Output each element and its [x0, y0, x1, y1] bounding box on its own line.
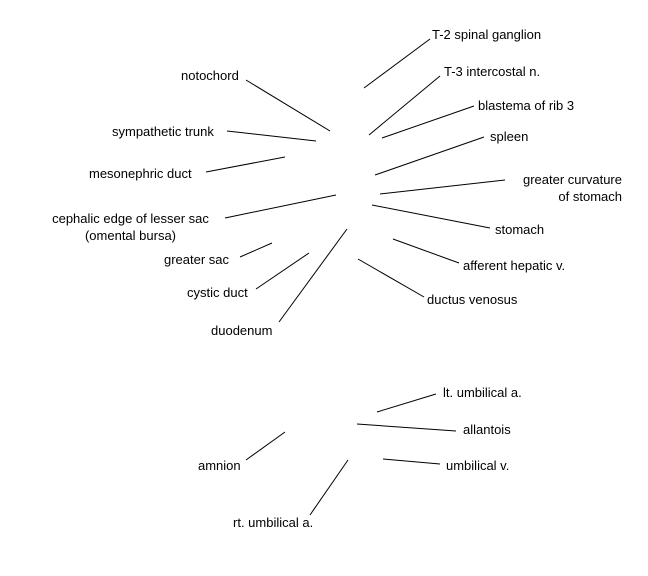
leader-cystic-duct: [255, 252, 310, 290]
label-ductus-venosus: ductus venosus: [427, 292, 518, 307]
leader-t3-intercostal-n: [368, 75, 441, 136]
label-stomach: stomach: [495, 222, 545, 237]
leader-sympathetic-trunk: [226, 130, 317, 142]
label-amnion: amnion: [198, 458, 241, 473]
leader-t2-spinal-ganglion: [363, 38, 431, 89]
label-duodenum: duodenum: [211, 323, 273, 338]
label-sympathetic-trunk: sympathetic trunk: [112, 124, 214, 139]
label-greater-sac: greater sac: [164, 252, 230, 267]
leader-umbilical-v: [382, 458, 441, 465]
leader-rt-umbilical-a: [309, 459, 349, 516]
label-notochord: notochord: [181, 68, 239, 83]
label-t2-spinal-ganglion: T-2 spinal ganglion: [432, 27, 542, 42]
leader-greater-sac: [239, 242, 273, 258]
label-umbilical-v: umbilical v.: [446, 458, 510, 473]
label-cephalic-edge: cephalic edge of lesser sac (omental bur…: [38, 210, 223, 244]
leader-amnion: [245, 431, 286, 461]
leader-notochord: [245, 79, 331, 132]
leader-cephalic-edge: [224, 194, 337, 219]
leader-spleen: [374, 136, 485, 176]
label-spleen: spleen: [490, 129, 529, 144]
label-t3-intercostal-n: T-3 intercostal n.: [444, 64, 541, 79]
label-allantois: allantois: [463, 422, 511, 437]
leader-ductus-venosus: [357, 258, 425, 298]
label-lt-umbilical-a: lt. umbilical a.: [443, 385, 522, 400]
label-afferent-hepatic-v: afferent hepatic v.: [463, 258, 566, 273]
label-greater-curvature-line1: greater curvature: [523, 172, 622, 187]
leader-duodenum: [278, 228, 348, 323]
label-rt-umbilical-a: rt. umbilical a.: [233, 515, 314, 530]
leader-afferent-hepatic-v: [392, 238, 460, 264]
label-cephalic-edge-line2: (omental bursa): [84, 228, 177, 243]
leader-lt-umbilical-a: [376, 393, 437, 413]
leader-blastema-rib-3: [381, 105, 475, 139]
leader-greater-curvature: [379, 179, 506, 195]
label-blastema-rib-3: blastema of rib 3: [478, 98, 575, 113]
label-mesonephric-duct: mesonephric duct: [89, 166, 192, 181]
leader-allantois: [356, 423, 457, 432]
label-greater-curvature-line2: of stomach: [558, 189, 622, 204]
leader-mesonephric-duct: [205, 156, 286, 173]
leader-stomach: [371, 204, 491, 229]
label-cephalic-edge-line1: cephalic edge of lesser sac: [52, 211, 209, 226]
label-greater-curvature: greater curvature of stomach: [500, 171, 622, 205]
label-cystic-duct: cystic duct: [187, 285, 248, 300]
